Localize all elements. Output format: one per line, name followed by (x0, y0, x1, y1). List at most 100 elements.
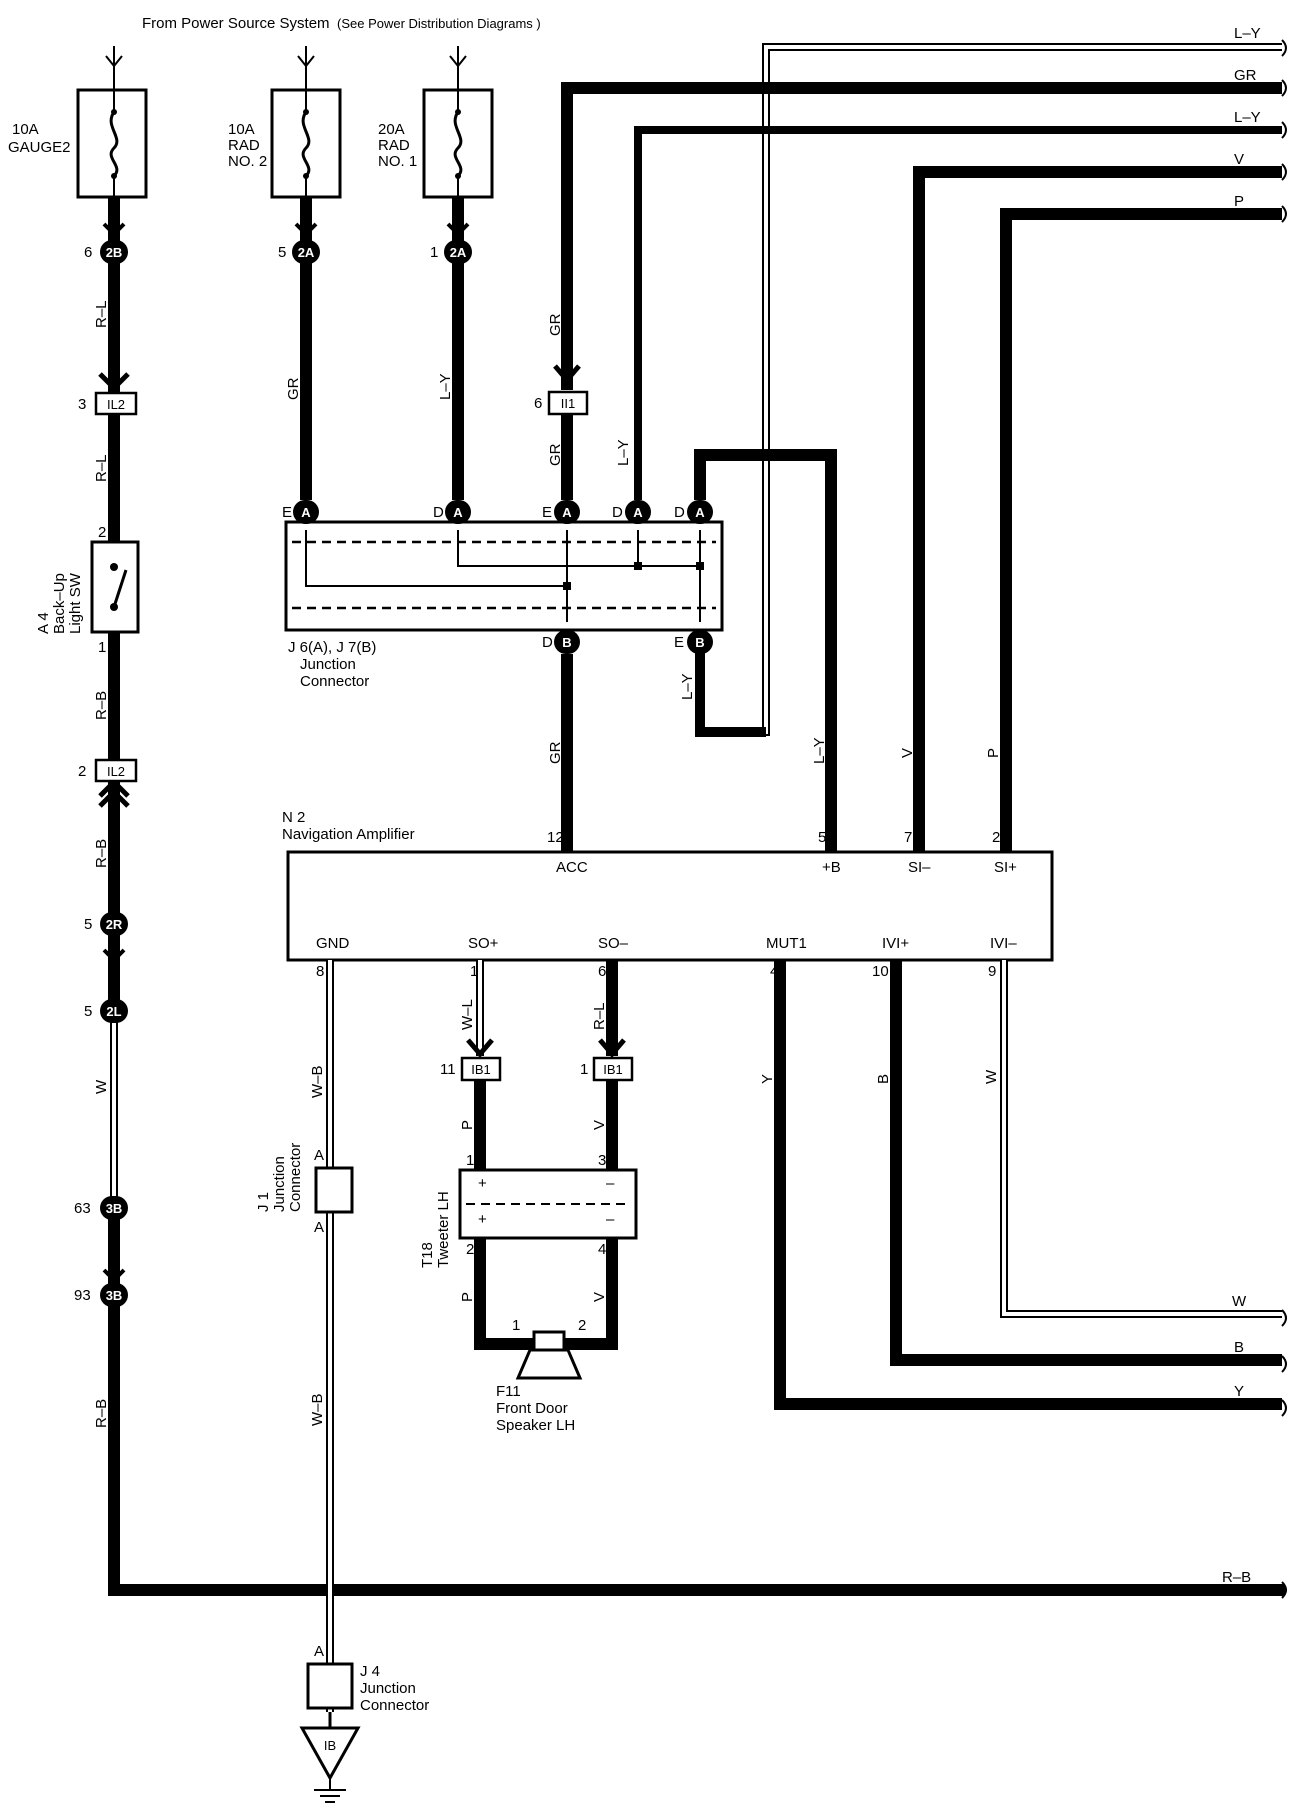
svg-text:V: V (1234, 151, 1244, 168)
svg-text:T18: T18 (419, 1242, 436, 1268)
wire-gauge-circuit (98, 197, 1285, 1596)
svg-text:L–Y: L–Y (1234, 25, 1261, 42)
header-title: From Power Source System (142, 15, 330, 32)
svg-text:SO+: SO+ (468, 935, 499, 952)
input-arrows (105, 46, 467, 90)
svg-text:Front Door: Front Door (496, 1400, 568, 1417)
svg-text:B: B (875, 1074, 892, 1084)
svg-text:IB: IB (324, 1738, 336, 1753)
svg-text:GR: GR (547, 443, 564, 466)
svg-text:3: 3 (598, 1152, 606, 1169)
conn-2A-right: 2A 1 (430, 240, 472, 264)
svg-text:GR: GR (285, 377, 302, 400)
svg-text:V: V (591, 1120, 608, 1130)
conn-2A-left: 2A 5 (278, 240, 320, 264)
svg-text:IL2: IL2 (107, 397, 125, 412)
svg-text:R–L: R–L (93, 454, 110, 482)
svg-text:GR: GR (1234, 67, 1257, 84)
fuse-rad2-rating: 10A (228, 121, 255, 138)
svg-text:10: 10 (872, 963, 889, 980)
svg-text:R–L: R–L (93, 300, 110, 328)
conn-3B-top: 3B 63 (74, 1196, 128, 1220)
svg-text:Speaker LH: Speaker LH (496, 1417, 575, 1434)
svg-text:SI–: SI– (908, 859, 931, 876)
svg-text:IVI+: IVI+ (882, 935, 909, 952)
svg-text:P: P (985, 748, 1002, 758)
svg-text:6: 6 (598, 963, 606, 980)
svg-text:+: + (478, 1211, 487, 1228)
svg-text:N 2: N 2 (282, 809, 305, 826)
navigation-amplifier (286, 850, 1054, 962)
svg-text:2: 2 (98, 524, 106, 541)
svg-text:A: A (314, 1147, 324, 1164)
svg-text:5: 5 (84, 916, 92, 933)
fuse-rad1-name2: NO. 1 (378, 153, 417, 170)
conn-IB1-right (592, 1056, 634, 1082)
svg-text:E: E (674, 634, 684, 651)
svg-text:Connector: Connector (287, 1143, 304, 1212)
svg-text:A: A (314, 1643, 324, 1660)
svg-text:Back–Up: Back–Up (51, 573, 68, 634)
conn-2L: 2L 5 (84, 999, 128, 1023)
svg-text:D: D (542, 634, 553, 651)
conn-2R: 2R 5 (84, 912, 128, 936)
svg-text:2L: 2L (106, 1004, 121, 1019)
svg-text:L–Y: L–Y (1234, 109, 1261, 126)
junction-connector-j1 (314, 1166, 354, 1214)
svg-text:ACC: ACC (556, 859, 588, 876)
svg-text:–: – (606, 1175, 615, 1192)
svg-text:D: D (674, 504, 685, 521)
svg-text:R–L: R–L (591, 1002, 608, 1030)
svg-text:L–Y: L–Y (679, 673, 696, 700)
svg-text:A: A (562, 505, 572, 520)
svg-text:L–Y: L–Y (811, 737, 828, 764)
svg-text:D: D (612, 504, 623, 521)
conn-II1 (547, 390, 589, 416)
svg-text:B: B (695, 635, 704, 650)
backup-light-switch: 2 1 (90, 524, 140, 656)
svg-text:A: A (301, 505, 311, 520)
svg-text:Connector: Connector (300, 673, 369, 690)
svg-text:1: 1 (466, 1152, 474, 1169)
conn-IL2-top (94, 391, 138, 416)
svg-text:63: 63 (74, 1200, 91, 1217)
svg-text:2: 2 (466, 1241, 474, 1258)
svg-text:IVI–: IVI– (990, 935, 1017, 952)
svg-text:Junction: Junction (360, 1680, 416, 1697)
svg-text:R–B: R–B (93, 839, 110, 868)
svg-text:93: 93 (74, 1287, 91, 1304)
svg-text:Y: Y (1234, 1383, 1244, 1400)
conn-IL2-bottom (94, 758, 138, 783)
svg-text:V: V (899, 748, 916, 758)
junction-connector-j4 (306, 1662, 354, 1710)
svg-text:5: 5 (278, 244, 286, 261)
header-note: (See Power Distribution Diagrams ) (337, 16, 541, 31)
front-door-speaker-lh (515, 1330, 583, 1380)
svg-text:Connector: Connector (360, 1697, 429, 1714)
svg-text:A: A (314, 1219, 324, 1236)
svg-text:W–B: W–B (309, 1065, 326, 1098)
svg-text:2A: 2A (298, 245, 315, 260)
svg-text:F11: F11 (496, 1383, 521, 1400)
svg-text:Tweeter LH: Tweeter LH (435, 1191, 452, 1268)
junction-connector-j6-j7 (284, 520, 724, 632)
svg-text:Junction: Junction (271, 1156, 288, 1212)
svg-text:GND: GND (316, 935, 350, 952)
svg-text:2: 2 (78, 763, 86, 780)
svg-text:+: + (478, 1175, 487, 1192)
conn-2B: 2B 6 (84, 240, 128, 264)
junction-pins-bottom: B B D E (542, 630, 713, 654)
tweeter-lh: + + – – (458, 1168, 638, 1240)
wires-top-right (553, 43, 1282, 852)
svg-text:3B: 3B (106, 1201, 123, 1216)
svg-text:E: E (282, 504, 292, 521)
svg-text:6: 6 (534, 395, 542, 412)
svg-text:W–B: W–B (309, 1393, 326, 1426)
svg-text:II1: II1 (561, 396, 575, 411)
svg-text:SO–: SO– (598, 935, 629, 952)
svg-text:2B: 2B (106, 245, 123, 260)
svg-text:GR: GR (547, 741, 564, 764)
svg-text:1: 1 (98, 639, 106, 656)
svg-text:1: 1 (470, 963, 478, 980)
svg-text:IL2: IL2 (107, 764, 125, 779)
